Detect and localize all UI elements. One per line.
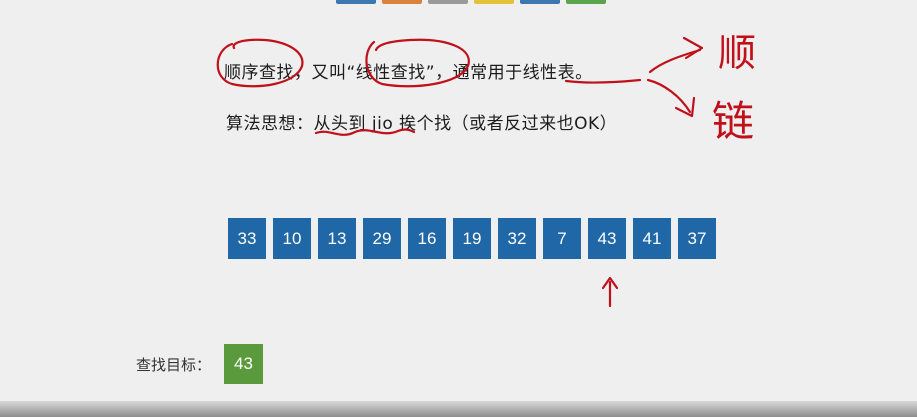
arrow-annotation [646,78,692,114]
arrowhead-annotation [682,36,704,60]
swatch [474,0,514,4]
swatch [382,0,422,4]
definition-text: 顺序查找，又叫“线性查找”，通常用于线性表。 [224,63,593,83]
handwritten-lian: 链 [712,97,754,146]
array-cell: 41 [633,218,671,259]
pointer-arrow-head [601,276,619,290]
array-cell: 7 [543,218,581,259]
swatch [520,0,560,4]
circle-annotation [216,38,304,88]
arrowhead-annotation [674,96,696,118]
array-cell: 37 [678,218,716,259]
underline-annotation [564,78,642,84]
array-cell: 10 [273,218,311,259]
top-color-swatches [336,0,606,4]
wavy-underline-annotation [314,128,416,136]
algorithm-idea-text: 算法思想：从头到 jio 挨个找（或者反过来也OK） [226,114,618,134]
bottom-bar [0,401,917,417]
swatch [336,0,376,4]
handwritten-shun: 顺 [718,31,756,75]
array-cell: 16 [408,218,446,259]
target-value-box: 43 [224,344,263,384]
swatch [428,0,468,4]
swatch [566,0,606,4]
target-label: 查找目标： [136,356,212,374]
circle-annotation [365,38,470,88]
array-cell: 32 [498,218,536,259]
array-cell-current: 43 [588,218,626,259]
array-cell: 33 [228,218,266,259]
array-cell: 19 [453,218,491,259]
array-cell: 29 [363,218,401,259]
array-cell: 13 [318,218,356,259]
